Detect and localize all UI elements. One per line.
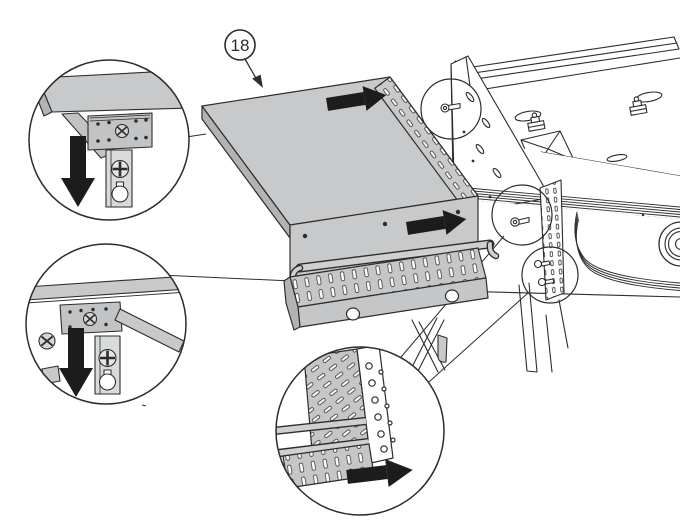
shoulder-screw-stud-middle <box>510 216 530 227</box>
shelf-underside-band <box>26 275 186 301</box>
leg-hook <box>437 334 448 363</box>
keyhole-slot <box>111 181 129 203</box>
plate-screw <box>114 123 130 139</box>
side-shelf-part <box>201 76 500 331</box>
grill-body <box>409 36 680 374</box>
underside-rail <box>114 308 185 353</box>
towel-bar <box>289 239 500 286</box>
part-balloon: 18 <box>224 29 263 88</box>
stud-highlight-circle-lower <box>521 246 579 304</box>
phillips-screw <box>98 348 117 368</box>
condiment-tray <box>283 247 489 331</box>
callout-top-left <box>28 59 190 221</box>
control-panel-recess <box>574 211 680 291</box>
shoulder-screw-stud-lower-b <box>537 277 555 287</box>
balloon-leader-line <box>244 58 258 81</box>
plate-holes <box>68 307 108 329</box>
plate-screw <box>82 311 98 327</box>
leader-bottom-callout-b <box>419 292 529 391</box>
slide-right-arrow-detail <box>346 459 413 487</box>
body-bottom-edge <box>454 290 680 298</box>
slide-right-arrow-front <box>406 210 467 235</box>
rivet <box>471 159 475 163</box>
shoulder-screw-stud-upper <box>440 102 461 113</box>
flange-holes <box>365 362 396 453</box>
hook-down-arrow-lower <box>59 328 93 397</box>
keyhole-slot <box>98 369 117 391</box>
loose-screw <box>38 332 56 350</box>
callout-circle-top-left <box>28 59 190 221</box>
firebox-interior <box>468 49 680 176</box>
lid-hinge-bracket <box>527 112 546 132</box>
balloon-circle <box>224 29 256 61</box>
firebox-back-ledge <box>478 57 680 91</box>
phillips-screw <box>110 159 130 179</box>
shelf-screw <box>455 209 461 215</box>
callout-circle-bottom <box>275 346 445 516</box>
shelf-screw <box>302 233 308 239</box>
shelf-screw <box>382 221 388 227</box>
callout-circle-mid-left <box>25 243 187 405</box>
callout-mid-left <box>25 243 187 405</box>
tray-hole <box>444 289 460 303</box>
control-knob <box>658 221 680 267</box>
side-panel-slot <box>465 91 475 103</box>
side-panel-slot <box>475 143 485 155</box>
leader-mid-left-callout <box>159 274 293 282</box>
panel-dot <box>641 213 645 217</box>
rivet <box>462 130 466 134</box>
balloon-leader-arrowhead <box>252 74 263 88</box>
stray-mark <box>141 404 147 407</box>
tray-bars <box>276 416 370 459</box>
handle-slot-oval <box>606 154 628 162</box>
side-panel-slot <box>481 117 491 129</box>
tray-hole <box>345 307 361 321</box>
lid-hinge-bracket <box>629 96 648 116</box>
plate-holes <box>96 118 148 143</box>
hook-down-arrow-upper <box>61 136 95 207</box>
slide-right-arrow-top <box>326 86 387 111</box>
shoulder-screw-stud-lower-a <box>533 259 551 269</box>
stud-highlight-circle-middle <box>491 184 553 246</box>
callout-bottom <box>275 346 445 516</box>
tray-left-cap <box>283 276 301 331</box>
side-panel-slot <box>492 167 502 179</box>
part-number-label: 18 <box>231 36 250 55</box>
firebox-back-rail <box>465 36 680 81</box>
stud-highlight-circle-upper <box>420 78 482 140</box>
hatch-band <box>456 186 680 220</box>
